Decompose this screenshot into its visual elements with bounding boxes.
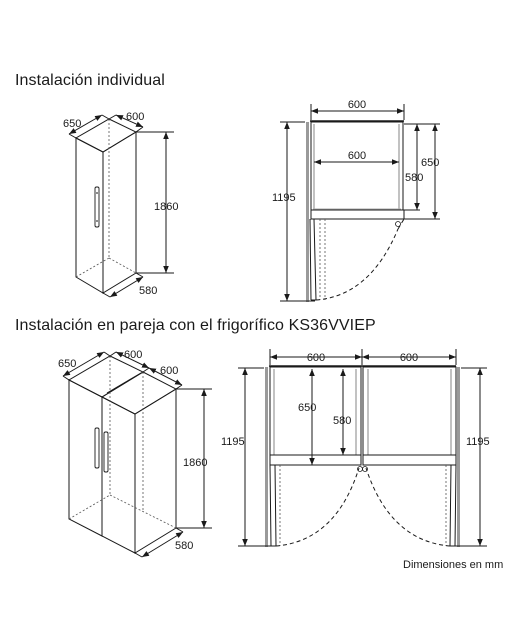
pair-fridge-isometric bbox=[67, 355, 178, 554]
pair-right-handle bbox=[103, 431, 109, 473]
pair-right-door-closed bbox=[362, 454, 457, 466]
single-iso-depth-dim bbox=[68, 114, 103, 135]
single-top-width-inner-label: 600 bbox=[348, 150, 366, 162]
pair-left-door-closed bbox=[269, 454, 362, 466]
pair-right-door-open bbox=[449, 464, 457, 547]
pair-top-width-right-label: 600 bbox=[400, 352, 418, 364]
pair-iso-width-left-dim bbox=[115, 351, 150, 369]
pair-top-body-depth-label: 580 bbox=[333, 415, 351, 427]
single-top-total-depth-label: 1195 bbox=[272, 192, 296, 204]
single-door-open bbox=[309, 218, 317, 301]
pair-top-door-depth-label: 650 bbox=[298, 402, 316, 414]
pair-top-dims: 600 600 1195 1195 650 580 bbox=[221, 349, 490, 547]
single-door-swing-arc bbox=[315, 228, 399, 301]
single-door-handle bbox=[94, 186, 100, 228]
pair-iso-base-label: 580 bbox=[175, 540, 193, 552]
single-top-face bbox=[74, 118, 138, 153]
pair-iso-dims: 650 600 600 1860 580 bbox=[58, 349, 212, 558]
pair-left-door-open bbox=[269, 464, 277, 547]
pair-left-handle bbox=[94, 427, 100, 469]
pair-left-top-face bbox=[67, 355, 145, 398]
single-cabinet-outline bbox=[310, 121, 404, 211]
pair-right-front-face bbox=[101, 396, 136, 554]
single-iso-width-dim bbox=[115, 114, 144, 128]
single-iso-width-label: 600 bbox=[126, 111, 144, 123]
single-top-width-outer-label: 600 bbox=[348, 99, 366, 111]
pair-iso-depth-dim bbox=[62, 351, 105, 377]
heading-single-installation: Instalación individual bbox=[15, 72, 165, 89]
single-door-closed bbox=[310, 209, 405, 220]
single-top-view bbox=[306, 120, 405, 302]
single-iso-base-dim bbox=[109, 276, 144, 298]
pair-right-door-swing-arc bbox=[365, 467, 451, 547]
single-iso-depth-label: 650 bbox=[63, 118, 81, 130]
single-top-dims: 600 600 1195 650 580 bbox=[272, 99, 440, 302]
pair-left-front-face bbox=[68, 379, 103, 537]
pair-top-width-left-label: 600 bbox=[307, 352, 325, 364]
pair-iso-width-left-label: 600 bbox=[124, 349, 142, 361]
single-wall bbox=[306, 122, 309, 302]
pair-iso-width-right-label: 600 bbox=[160, 365, 178, 377]
pair-top-depth-left-label: 1195 bbox=[221, 436, 245, 448]
single-iso-dims: 650 600 1860 580 bbox=[63, 111, 178, 298]
single-top-body-depth-label: 580 bbox=[405, 172, 423, 184]
pair-right-cabinet bbox=[362, 366, 457, 456]
pair-iso-depth-label: 650 bbox=[58, 358, 76, 370]
pair-left-wall bbox=[265, 367, 268, 547]
pair-left-door-swing-arc bbox=[275, 467, 360, 547]
pair-side-face bbox=[134, 388, 177, 554]
pair-top-view bbox=[265, 365, 460, 547]
single-fridge-isometric bbox=[74, 118, 138, 294]
single-side-face bbox=[102, 131, 137, 294]
pair-right-top-face bbox=[100, 371, 178, 415]
single-iso-base-label: 580 bbox=[139, 285, 157, 297]
pair-top-depth-right-label: 1195 bbox=[466, 436, 490, 448]
units-note: Dimensiones en mm bbox=[403, 559, 504, 571]
pair-iso-width-right-dim bbox=[148, 367, 183, 386]
single-iso-height-label: 1860 bbox=[154, 201, 178, 213]
pair-right-wall bbox=[457, 367, 460, 547]
single-top-door-depth-label: 650 bbox=[421, 157, 439, 169]
heading-pair-installation: Instalación en pareja con el frigorífico… bbox=[15, 317, 376, 334]
pair-iso-height-label: 1860 bbox=[183, 457, 207, 469]
pair-iso-base-dim bbox=[141, 531, 184, 558]
